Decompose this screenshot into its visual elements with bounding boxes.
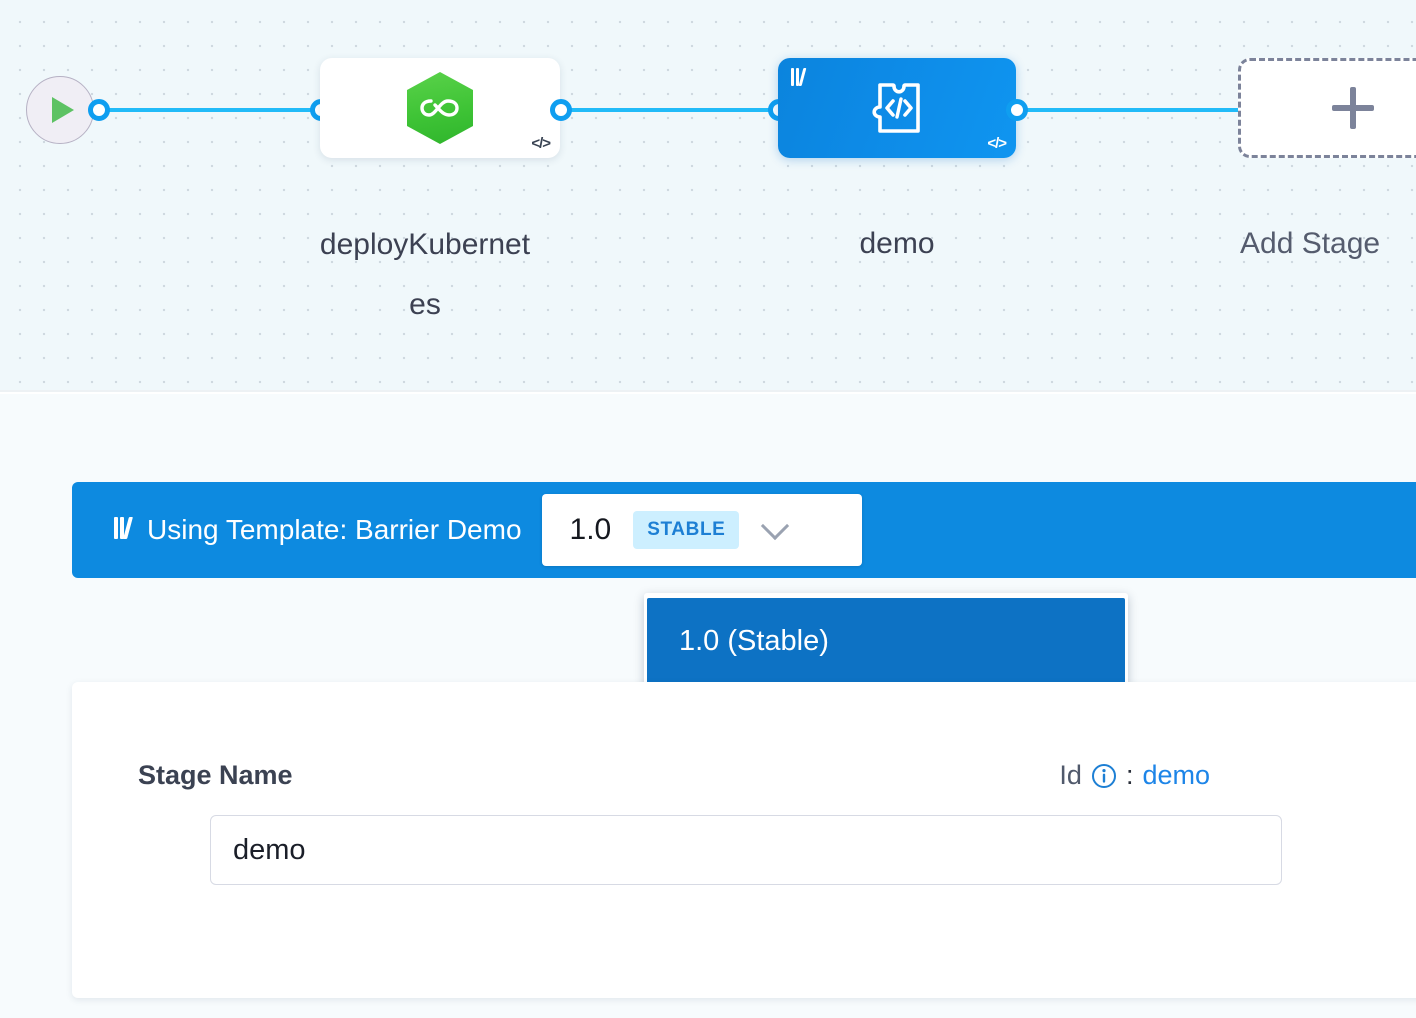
stage-node-deploykubernetes[interactable]: </> [320,58,560,158]
add-stage-label: Add Stage [1240,227,1381,260]
chevron-down-icon[interactable] [761,511,790,541]
stage-label-demo: demo [859,227,935,260]
stage-id-group: Id : demo [1059,760,1210,791]
code-tag-icon: </> [987,135,1007,152]
connector-start-to-k8s [96,108,328,112]
stage-name-input[interactable]: demo [210,815,1282,885]
stage-config-panel: Using Template: Barrier Demo 1.0 STABLE … [0,394,1416,1018]
stage-details-card: Stage Name Id : demo demo [72,682,1416,998]
code-tag-icon: </> [531,135,551,152]
using-template-banner: Using Template: Barrier Demo 1.0 STABLE [72,482,1416,578]
stage-id-label: Id [1059,760,1082,790]
add-stage-node[interactable] [1238,58,1416,158]
connector-demo-to-add [1004,108,1254,112]
connector-joint-start [88,99,110,121]
stage-name-row: Stage Name Id : demo [138,760,1210,791]
template-version-value: 1.0 [569,513,612,546]
pipeline-start-node[interactable] [26,76,94,144]
stable-badge: STABLE [633,511,740,549]
template-version-select[interactable]: 1.0 STABLE [541,494,862,566]
using-template-label: Using Template: Barrier Demo [147,514,522,545]
stage-id-separator: : [1125,760,1134,790]
harness-cd-hexagon-icon [407,72,473,144]
pipeline-canvas[interactable]: </> </> [0,0,1416,392]
stage-node-demo[interactable]: </> [778,58,1016,158]
info-icon[interactable] [1091,763,1117,789]
dropdown-option-1-0-stable[interactable]: 1.0 (Stable) [647,598,1125,684]
connector-joint-demo-out[interactable] [1006,99,1028,121]
template-code-puzzle-icon [866,77,928,139]
template-bars-icon [791,68,807,91]
stage-id-value: demo [1142,760,1210,790]
connector-joint-k8s-out[interactable] [550,99,572,121]
play-icon [51,97,74,123]
template-bars-icon [114,517,133,539]
plus-icon [1332,87,1374,129]
stage-name-label: Stage Name [138,760,293,790]
stage-label-deploykubernetes: deployKubernet es [319,228,531,321]
template-version-dropdown[interactable]: 1.0 (Stable) [644,593,1128,689]
connector-k8s-to-demo [548,108,788,112]
